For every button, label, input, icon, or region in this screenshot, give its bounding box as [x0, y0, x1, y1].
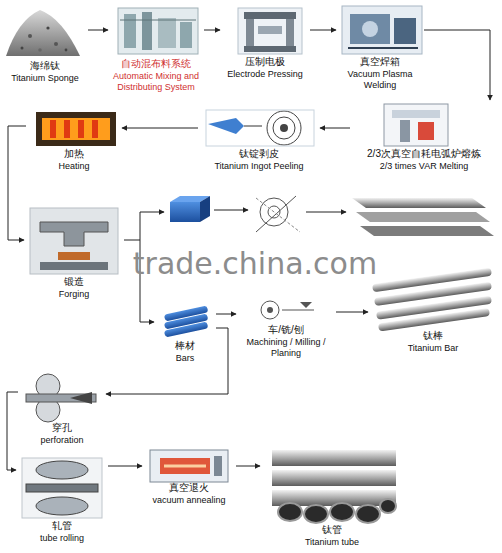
- step-label-zh: 海绵钛: [2, 60, 88, 73]
- step-label-en: Titanium Sponge: [2, 73, 88, 84]
- watermark: trade.china.com: [130, 246, 380, 281]
- flow-arrow: [336, 312, 368, 313]
- process-step: 车/铣/刨Machining / Milling / Planing: [236, 298, 336, 359]
- process-step: 加热Heating: [26, 108, 122, 172]
- process-step: 压制电极Electrode Pressing: [220, 4, 310, 80]
- forging-picture: [30, 208, 118, 274]
- lathe-picture: [261, 301, 314, 319]
- step-label-zh: 轧管: [16, 520, 108, 533]
- annealing-furnace-picture: [150, 450, 228, 482]
- process-step: 海绵钛Titanium Sponge: [2, 4, 88, 84]
- step-label-en: Automatic Mixing and Distributing System: [108, 71, 204, 94]
- step-label-zh: 自动混布料系统: [108, 58, 204, 71]
- var-furnace-picture: [384, 104, 448, 146]
- flow-arrow: [122, 128, 198, 129]
- process-step: 2/3次真空自耗电弧炉熔炼2/3 times VAR Melting: [350, 100, 498, 172]
- step-label-zh: 加热: [26, 148, 122, 161]
- flow-arrow: [310, 30, 336, 31]
- mixing-system-picture: [118, 8, 198, 54]
- step-label-zh: 钛管: [260, 524, 404, 537]
- process-step: 钛管Titanium tube: [260, 442, 404, 548]
- titanium-bar-picture: [372, 268, 492, 332]
- step-label-en: Forging: [24, 289, 124, 300]
- titanium-tube-picture: [272, 450, 396, 523]
- step-label-en: Titanium Ingot Peeling: [198, 161, 320, 172]
- flow-arrow: [7, 392, 18, 470]
- step-label-en: Titanium Bar: [368, 343, 498, 354]
- step-label-zh: 钛棒: [368, 330, 498, 343]
- flow-arrow: [320, 128, 350, 129]
- furnace-picture: [36, 112, 116, 146]
- process-step: 钛棒Titanium Bar: [368, 268, 498, 354]
- plate-branch-picture: [140, 196, 494, 240]
- step-label-en: Titanium tube: [260, 537, 404, 548]
- flow-arrow: [424, 30, 490, 100]
- step-label-en: vacuum annealing: [142, 495, 236, 506]
- process-step: 穿孔perforation: [18, 372, 106, 446]
- press-picture: [238, 8, 302, 54]
- flow-arrow: [204, 30, 220, 31]
- step-label-en: Heating: [26, 161, 122, 172]
- step-label-en: Machining / Milling / Planing: [236, 337, 336, 360]
- step-label-en: perforation: [18, 435, 106, 446]
- process-step: 自动混布料系统Automatic Mixing and Distributing…: [108, 4, 204, 93]
- step-label-zh: 穿孔: [18, 422, 106, 435]
- peeling-picture: [206, 110, 314, 146]
- process-step: 棒材Bars: [154, 306, 216, 364]
- flow-arrow: [88, 30, 108, 31]
- process-step: 轧管tube rolling: [16, 452, 108, 544]
- flow-arrow: [8, 126, 26, 240]
- welding-box-picture: [342, 6, 422, 54]
- step-label-zh: 车/铣/刨: [236, 324, 336, 337]
- flow-arrow: [236, 466, 260, 467]
- step-label-zh: 压制电极: [220, 56, 310, 69]
- step-label-zh: 钛锭剥皮: [198, 148, 320, 161]
- step-label-en: Bars: [154, 353, 216, 364]
- step-label-zh: 2/3次真空自耗电弧炉熔炼: [350, 148, 498, 161]
- process-step: 真空退火vacuum annealing: [142, 446, 236, 506]
- flow-arrow: [216, 314, 236, 315]
- step-label-zh: 锻造: [24, 276, 124, 289]
- bars-picture: [164, 305, 208, 337]
- piercing-mill-picture: [26, 374, 96, 422]
- step-label-en: tube rolling: [16, 533, 108, 544]
- process-step: 锻造Forging: [24, 204, 124, 300]
- process-step: 真空焊箱Vacuum Plasma Welding: [336, 4, 424, 91]
- process-step: 钛锭剥皮Titanium Ingot Peeling: [198, 106, 320, 172]
- step-label-zh: 真空退火: [142, 482, 236, 495]
- step-label-en: Electrode Pressing: [220, 69, 310, 80]
- tube-rolling-picture: [22, 458, 102, 518]
- step-label-zh: 真空焊箱: [336, 56, 424, 69]
- step-label-en: Vacuum Plasma Welding: [336, 69, 424, 92]
- step-label-en: 2/3 times VAR Melting: [350, 161, 498, 172]
- sponge-picture: [6, 10, 80, 56]
- step-label-zh: 棒材: [154, 340, 216, 353]
- flow-arrow: [106, 328, 228, 394]
- flow-arrow: [108, 466, 142, 467]
